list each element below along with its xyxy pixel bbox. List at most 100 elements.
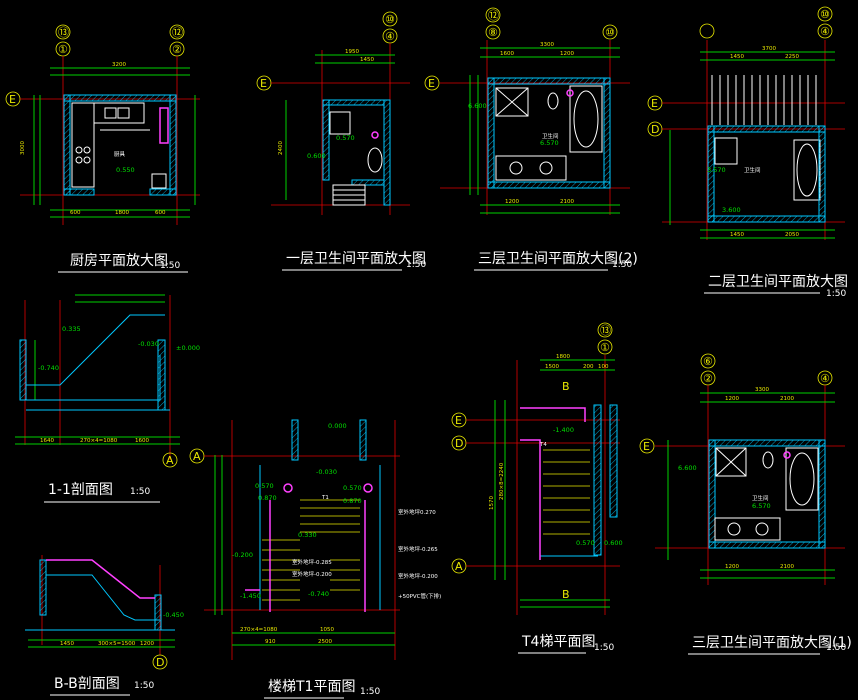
axis-bubble: ④ xyxy=(820,372,830,385)
dim-text: 270×4=1080 xyxy=(80,438,118,444)
dim-text: 2400 xyxy=(278,141,284,155)
axis-bubble: E xyxy=(455,414,462,427)
level-mark: 0.600 xyxy=(604,539,623,547)
room-label: 卫生间 xyxy=(752,494,769,502)
axis-bubble: ① xyxy=(58,43,68,56)
dim-text: 2100 xyxy=(780,396,794,402)
bath1-plan: ⑩ ④ E 1950 1450 2400 0.570 0.600 一层卫生间平面… xyxy=(256,11,426,271)
axis-bubble: D xyxy=(156,656,164,669)
axis-bubble: ④ xyxy=(385,30,395,43)
level-mark: 3.570 xyxy=(707,166,726,174)
dim-text: 1450 xyxy=(730,54,744,60)
level-mark: 3.600 xyxy=(722,206,741,214)
bath3a-plan: ⑥ ② ④ E 3300 1200 2100 1200 2 xyxy=(639,353,852,655)
scale-label: 1:50 xyxy=(826,643,846,653)
dim-text: 2050 xyxy=(785,232,799,238)
dim-text: 1570 xyxy=(489,496,495,510)
dim-text: 100 xyxy=(598,364,609,370)
dim-text: 3000 xyxy=(20,141,26,155)
level-mark: 6.570 xyxy=(752,502,771,510)
stair-t1-plan: A T1 xyxy=(189,419,441,699)
bath3b-plan: ⑫ ⑧ ⑩ E 3300 1600 1200 1200 2 xyxy=(424,7,638,271)
scale-label: 1:50 xyxy=(406,260,426,270)
dim-text: 1450 xyxy=(60,641,74,647)
dim-text: 1800 xyxy=(115,210,129,216)
scale-label: 1:50 xyxy=(826,289,846,299)
callout: 室外地坪-0.285 xyxy=(292,558,332,566)
axis-bubble: ⑧ xyxy=(488,26,498,39)
level-mark: -0.740 xyxy=(38,364,59,372)
axis-bubble: D xyxy=(455,437,463,450)
scale-label: 1:50 xyxy=(612,260,632,270)
drawing-title: 一层卫生间平面放大图 xyxy=(286,251,426,267)
dim-text: 3200 xyxy=(112,62,126,68)
axis-bubble: E xyxy=(643,440,650,453)
level-mark: -1.400 xyxy=(553,426,574,434)
dim-text: 2100 xyxy=(780,564,794,570)
stair-label: T1 xyxy=(321,495,329,501)
level-mark: 6.570 xyxy=(540,139,559,147)
callout: 室外地坪-0.200 xyxy=(292,570,332,578)
dim-text: 3300 xyxy=(540,42,554,48)
bath2-plan: ⑩ ④ E D 3700 1450 2250 1 xyxy=(647,6,848,299)
dim-text: 3700 xyxy=(762,46,776,52)
callout: 室外地坪-0.265 xyxy=(398,545,438,553)
level-mark: ±0.000 xyxy=(176,344,200,352)
dim-text: 1200 xyxy=(505,199,519,205)
level-mark: 6.600 xyxy=(678,464,697,472)
callout: 室外地坪0.270 xyxy=(398,508,436,516)
axis-bubble: E xyxy=(428,77,435,90)
axis-bubble: ⑬ xyxy=(600,324,611,337)
axis-bubble: A xyxy=(455,560,463,573)
level-mark: 0.570 xyxy=(336,134,355,142)
room-label: 卫生间 xyxy=(542,132,559,140)
scale-label: 1:50 xyxy=(134,681,154,691)
level-mark: -1.450 xyxy=(240,592,261,600)
axis-bubble: A xyxy=(193,450,201,463)
axis-bubble: ① xyxy=(600,341,610,354)
drawing-title: 楼梯T1平面图 xyxy=(268,679,355,695)
drawing-title: 1-1剖面图 xyxy=(48,482,113,498)
axis-bubble: ⑩ xyxy=(385,13,395,26)
dim-text: 3300 xyxy=(755,387,769,393)
axis-bubble: A xyxy=(166,454,174,467)
dim-text: 1800 xyxy=(556,354,570,360)
dim-text: 1050 xyxy=(320,627,334,633)
axis-bubble: E xyxy=(9,93,16,106)
dim-text: 600 xyxy=(155,210,166,216)
section-mark: B xyxy=(562,380,570,393)
dim-text: 1600 xyxy=(135,438,149,444)
drawing-title: B-B剖面图 xyxy=(54,676,120,692)
room-label: 卫生间 xyxy=(744,166,761,174)
level-mark: 0.870 xyxy=(258,494,277,502)
dim-text: 1200 xyxy=(725,564,739,570)
dim-text: 910 xyxy=(265,639,276,645)
stair-label: T4 xyxy=(539,442,547,448)
scale-label: 1:50 xyxy=(160,261,180,271)
section-mark: B xyxy=(562,588,570,601)
scale-label: 1:50 xyxy=(594,643,614,653)
dim-text: 1950 xyxy=(345,49,359,55)
dim-text: 1200 xyxy=(725,396,739,402)
axis-bubble: ② xyxy=(703,372,713,385)
level-mark: 0.870 xyxy=(343,497,362,505)
axis-bubble: ② xyxy=(172,43,182,56)
dim-text: 1500 xyxy=(545,364,559,370)
drawing-title: T4梯平面图 xyxy=(521,634,595,650)
dim-text: 2250 xyxy=(785,54,799,60)
axis-bubble: E xyxy=(651,97,658,110)
dim-text: 1450 xyxy=(360,57,374,63)
drawing-title: 厨房平面放大图 xyxy=(70,253,168,269)
axis-bubble: ⑩ xyxy=(605,26,615,39)
dim-text: 1200 xyxy=(140,641,154,647)
level-mark: 0.570 xyxy=(343,484,362,492)
stair-t4-plan: ⑬ ① E D A T4 B B 1800 1 xyxy=(451,322,623,654)
drawing-title: 二层卫生间平面放大图 xyxy=(708,274,848,290)
dim-text: 1200 xyxy=(560,51,574,57)
level-mark: 0.600 xyxy=(307,152,326,160)
dim-text: 1600 xyxy=(500,51,514,57)
level-mark: 0.330 xyxy=(298,531,317,539)
axis-bubble: ⑫ xyxy=(172,26,183,39)
level-mark: -0.030 xyxy=(316,468,337,476)
